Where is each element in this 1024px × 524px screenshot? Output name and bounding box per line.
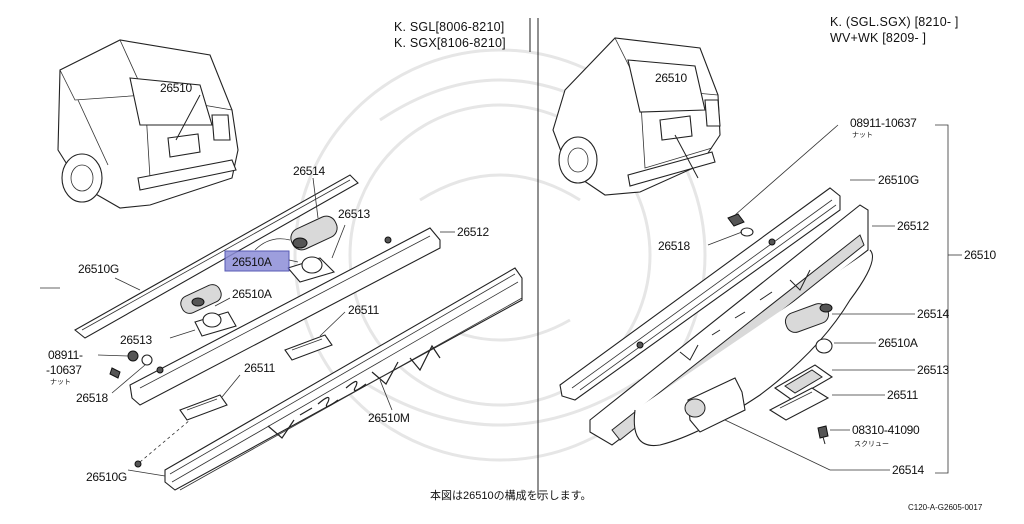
watermark-emblem — [293, 48, 707, 462]
label-08911-right: 08911-10637 — [850, 116, 917, 130]
label-26512-left: 26512 — [457, 225, 489, 239]
right-car-rear-view — [552, 37, 721, 196]
left-lamp-lens-upper — [287, 256, 336, 283]
left-lamp-lens-lower — [194, 311, 237, 337]
label-08911-part1: 08911- — [48, 348, 83, 362]
label-26513-upper: 26513 — [338, 207, 370, 221]
label-26513-right: 26513 — [917, 363, 949, 377]
right-license-lamp-lower — [684, 377, 746, 433]
left-gasket-upper — [284, 334, 333, 361]
label-26514-right-upper: 26514 — [917, 307, 949, 321]
left-header-line-2: K. SGX[8106-8210] — [394, 36, 506, 50]
left-license-lamp-upper — [254, 215, 338, 251]
left-molding-strip-top — [74, 174, 359, 339]
right-header-line-1: K. (SGL.SGX) [8210- ] — [830, 15, 959, 29]
label-26510g-bottom: 26510G — [86, 470, 127, 484]
label-26510a-right: 26510A — [878, 336, 918, 350]
footer-note: 本図は26510の構成を示します。 — [430, 488, 592, 502]
label-26514-right-lower: 26514 — [892, 463, 924, 477]
label-26510a-lower: 26510A — [232, 287, 272, 301]
label-26510m: 26510M — [368, 411, 410, 425]
right-lamp-lens — [773, 364, 834, 401]
right-nut-washer — [727, 213, 754, 237]
label-26510-right-assembly: 26510 — [964, 248, 996, 262]
figure-code: C120-A-G2605-0017 — [908, 503, 983, 512]
left-finisher-panel — [129, 227, 441, 406]
left-nissan-emblem-bar — [164, 267, 523, 491]
label-08310-right: 08310-41090 — [852, 423, 920, 437]
label-26518-left: 26518 — [76, 391, 108, 405]
right-gasket — [768, 387, 830, 421]
label-26511-right: 26511 — [887, 388, 919, 402]
left-gasket-lower — [179, 394, 228, 421]
kana-nut-right: ナット — [852, 131, 873, 139]
label-26511-upper: 26511 — [348, 303, 380, 317]
label-26513-lower: 26513 — [120, 333, 152, 347]
label-26510a-highlighted: 26510A — [232, 255, 272, 269]
label-26510g-right: 26510G — [878, 173, 919, 187]
kana-nut-left: ナット — [50, 378, 71, 386]
right-license-lamp-upper — [784, 303, 833, 333]
right-car-label: 26510 — [655, 71, 687, 85]
left-car-label: 26510 — [160, 81, 192, 95]
label-08911-part2: -10637 — [46, 363, 82, 377]
label-26511-lower: 26511 — [244, 361, 276, 375]
right-wire-harness — [633, 249, 874, 447]
right-screw — [817, 425, 829, 445]
left-nut-screw — [109, 350, 153, 379]
label-26510g-top: 26510G — [78, 262, 119, 276]
left-car-rear-view — [57, 39, 239, 209]
label-26518-right: 26518 — [658, 239, 690, 253]
highlight-26510a — [224, 250, 290, 272]
right-bulb — [815, 338, 833, 354]
kana-screw: スクリュー — [854, 440, 889, 448]
right-header-line-2: WV+WK [8209- ] — [830, 31, 926, 45]
label-26512-right: 26512 — [897, 219, 929, 233]
left-header-line-1: K. SGL[8006-8210] — [394, 20, 504, 34]
left-license-lamp-lower — [180, 284, 222, 314]
label-26514-left: 26514 — [293, 164, 325, 178]
